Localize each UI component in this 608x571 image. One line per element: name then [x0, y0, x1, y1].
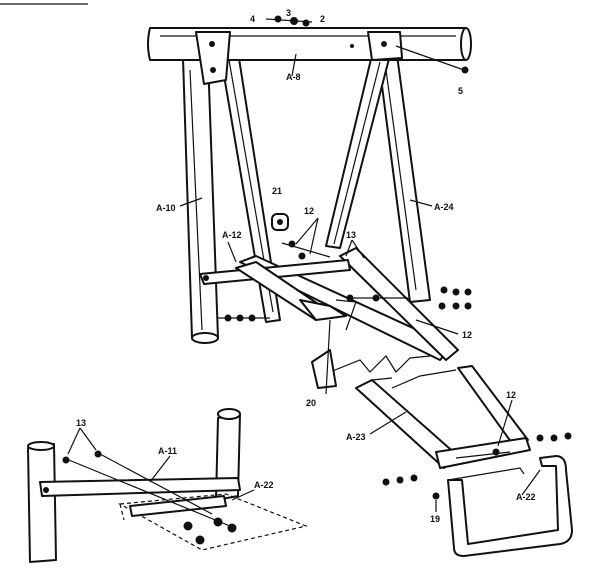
- label-5: 5: [458, 86, 463, 96]
- leader-lines: [67, 53, 541, 512]
- label-4: 4: [250, 14, 255, 24]
- hardware-top-bolt: [265, 15, 313, 27]
- hardware-nuts-right: [438, 286, 472, 310]
- label-12-top: 12: [304, 206, 314, 216]
- part-21-clip: [271, 213, 289, 231]
- part-inner-leg-right: [325, 54, 391, 249]
- label-a22-inset: A-22: [254, 480, 274, 490]
- part-a22-step-bail: [447, 455, 573, 557]
- label-a24: A-24: [434, 202, 454, 212]
- hardware-bolts-lower: [382, 432, 572, 500]
- part-20-bracket: [311, 299, 357, 389]
- break-line: [329, 355, 431, 373]
- inset-detail: [27, 408, 309, 563]
- label-12-right: 12: [462, 330, 472, 340]
- label-a22: A-22: [516, 492, 536, 502]
- hardware-bolt-5: [395, 45, 469, 74]
- label-a11: A-11: [158, 446, 177, 456]
- label-13-top: 13: [346, 230, 356, 240]
- part-a8-top-bar: [147, 27, 472, 85]
- label-13-inset: 13: [76, 418, 86, 428]
- label-a12: A-12: [222, 230, 242, 240]
- label-3: 3: [286, 8, 291, 18]
- label-12-lower: 12: [506, 390, 516, 400]
- part-a23-step-frame: [355, 365, 531, 469]
- label-21: 21: [272, 186, 282, 196]
- part-a12-frame: [199, 247, 459, 361]
- hardware-nuts-left: [218, 314, 270, 322]
- label-a23: A-23: [346, 432, 366, 442]
- part-labels: 4 3 2 A-8 5 21 A-10 A-24 12 13 A-12 12 2…: [76, 8, 536, 524]
- hardware-bolts-13: [346, 294, 410, 302]
- label-20: 20: [306, 398, 316, 408]
- hardware-bolts-12-top: [281, 240, 331, 260]
- label-a10: A-10: [156, 203, 176, 213]
- part-a24-leg: [377, 54, 431, 303]
- label-19: 19: [430, 514, 440, 524]
- label-2: 2: [320, 14, 325, 24]
- part-a10-leg: [182, 57, 219, 344]
- label-a8: A-8: [286, 72, 301, 82]
